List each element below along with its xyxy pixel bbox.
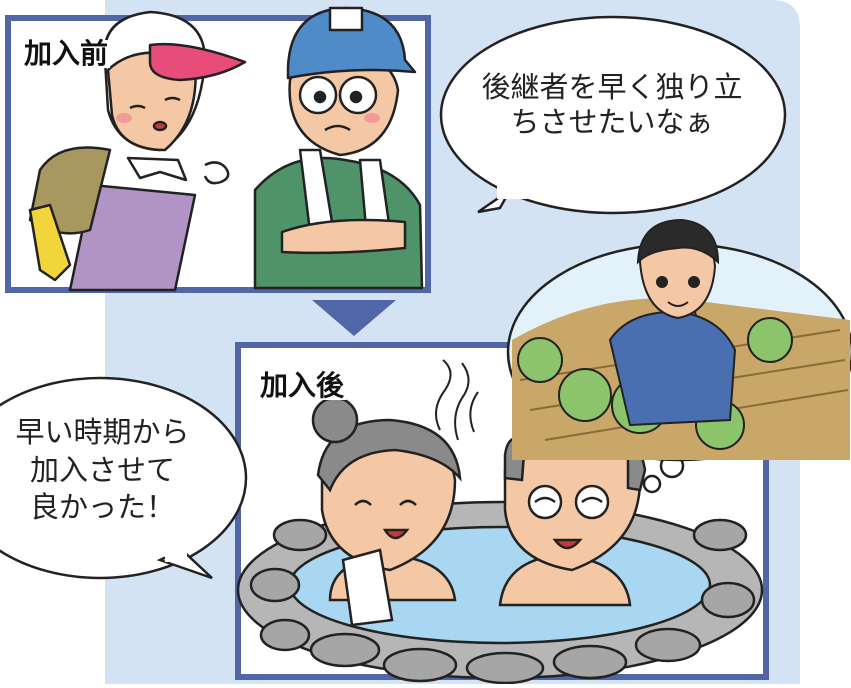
grandma-figure (28, 10, 247, 292)
steam-icon (435, 359, 479, 441)
hot-spring-pool (236, 500, 764, 685)
retired-speech-bubble (0, 376, 248, 580)
parent-speech-text: 後継者を早く独り立 ちさせたいなぁ (442, 70, 782, 141)
retired-speech-text: 早い時期から 加入させて 良かった！ (0, 414, 205, 527)
farm-scene (512, 218, 850, 460)
after-panel (235, 342, 769, 685)
parent-speech-bubble (439, 15, 787, 215)
after-panel-label: 加入後 (258, 369, 347, 402)
retired-speech-line-2: 加入させて (29, 452, 175, 487)
grandpa-figure (253, 6, 424, 290)
parent-speech-line-2: ちさせたいなぁ (510, 105, 714, 140)
parent-speech-line-1: 後継者を早く独り立 (481, 70, 743, 104)
before-panel (5, 6, 431, 293)
transition-arrow (312, 300, 396, 336)
bathing-grandma (311, 396, 462, 627)
before-panel-label: 加入前 (22, 37, 111, 70)
retired-speech-line-3: 良かった！ (29, 490, 175, 525)
retired-speech-line-1: 早い時期から (15, 415, 190, 449)
